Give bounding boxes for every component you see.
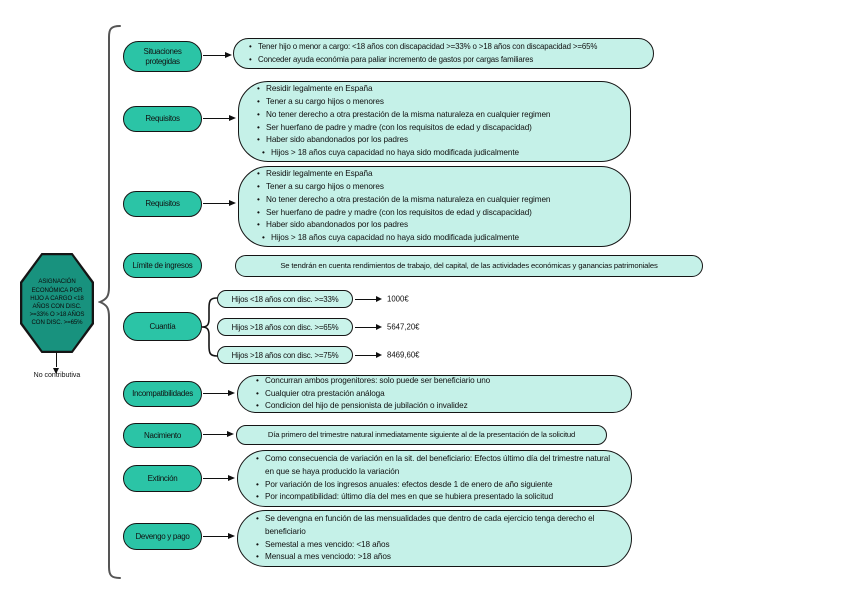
cuantia-brace [201,297,218,357]
bullet-item: Se devengna en función de las mensualida… [254,513,615,538]
arrow-right-icon [355,324,382,331]
bullet-item: Ser huerfano de padre y madre (con los r… [255,207,614,220]
pill-label: Requisitos [145,199,180,209]
main-brace [98,25,121,579]
pill-cuantia: Cuantía [123,312,202,341]
bullet-item: Por incompatibilidad: último día del mes… [254,491,615,504]
arrow-right-icon [203,430,234,437]
box-requisitos-2: Residir legalmente en España Tener a su … [238,166,631,247]
down-arrow [52,352,59,374]
box-text: Día primero del trimestre natural inmedi… [267,429,576,439]
box-extincion: Como consecuencia de variación en la sit… [237,450,632,507]
bullet-item: Mensual a mes venciodo: >18 años [254,551,615,564]
pill-situaciones-protegidas: Situaciones protegidas [123,41,202,72]
bullet-item: Ser huerfano de padre y madre (con los r… [255,122,614,135]
pill-extincion: Extinción [123,465,202,492]
bullet-item: Conceder ayuda económia para paliar incr… [247,54,640,67]
bullet-item: Tener hijo o menor a cargo: <18 años con… [247,41,640,54]
bullet-item: Residir legalmente en España [255,168,614,181]
box-nacimiento: Día primero del trimestre natural inmedi… [236,425,607,445]
arrow-right-icon [203,114,236,121]
central-topic-octagon: ASIGNACIÓN ECONÓMICA POR HIJO A CARGO <1… [20,253,94,353]
bullet-item: Hijos > 18 años cuya capacidad no haya s… [260,147,614,160]
cuantia-item-box: Hijos >18 años con disc. >=75% [217,346,353,364]
bullet-item: Cualquier otra prestación análoga [254,388,615,401]
bullet-item: No tener derecho a otra prestación de la… [255,194,614,207]
pill-label: Límite de ingresos [132,260,193,270]
pill-devengo-y-pago: Devengo y pago [123,523,202,550]
box-text: Se tendrán en cuenta rendimientos de tra… [280,260,658,270]
arrow-right-icon [203,51,232,58]
cuantia-item-label: Hijos >18 años con disc. >=75% [231,350,339,360]
bullet-item: Tener a su cargo hijos o menores [255,181,614,194]
bullet-item: Por variación de los ingresos anuales: e… [254,479,615,492]
pill-incompatibilidades: Incompatibilidades [123,381,202,407]
pill-limite-de-ingresos: Límite de ingresos [123,253,202,278]
bullet-item: No tener derecho a otra prestación de la… [255,109,614,122]
box-incompatibilidades: Concurran ambos progenitores: solo puede… [237,375,632,413]
cuantia-item-label: Hijos >18 años con disc. >=65% [231,322,339,332]
box-situaciones-protegidas: Tener hijo o menor a cargo: <18 años con… [233,38,654,69]
pill-label: Cuantía [149,321,176,331]
box-devengo-y-pago: Se devengna en función de las mensualida… [237,510,632,567]
no-contributiva-label: No contributiva [33,372,81,379]
arrow-right-icon [355,296,382,303]
arrow-right-icon [203,199,236,206]
pill-label: Devengo y pago [135,531,190,541]
arrow-right-icon [203,532,235,539]
bullet-item: Residir legalmente en España [255,83,614,96]
cuantia-value: 1000€ [387,294,409,304]
bullet-item: Hijos > 18 años cuya capacidad no haya s… [260,232,614,245]
bullet-item: Haber sido abandonados por los padres [255,134,614,147]
bullet-item: Concurran ambos progenitores: solo puede… [254,375,615,388]
bullet-item: Tener a su cargo hijos o menores [255,96,614,109]
cuantia-value: 5647,20€ [387,322,420,332]
arrow-right-icon [203,474,235,481]
cuantia-value: 8469,60€ [387,350,420,360]
bullet-item: Condicion del hijo de pensionista de jub… [254,400,615,413]
bullet-item: Como consecuencia de variación en la sit… [254,453,615,478]
pill-label: Incompatibilidades [132,389,193,399]
pill-label: Extinción [147,473,178,483]
pill-nacimiento: Nacimiento [123,423,202,448]
cuantia-item-label: Hijos <18 años con disc. >=33% [231,294,339,304]
cuantia-item-box: Hijos <18 años con disc. >=33% [217,290,353,308]
bullet-item: Semestal a mes vencido: <18 años [254,539,615,552]
arrow-right-icon [355,352,382,359]
bullet-item: Haber sido abandonados por los padres [255,219,614,232]
box-requisitos-1: Residir legalmente en España Tener a su … [238,81,631,162]
central-topic-label: ASIGNACIÓN ECONÓMICA POR HIJO A CARGO <1… [22,255,92,351]
pill-requisitos-2: Requisitos [123,191,202,217]
pill-requisitos-1: Requisitos [123,106,202,132]
arrow-right-icon [203,389,235,396]
pill-label: Nacimiento [143,430,182,440]
box-limite-de-ingresos: Se tendrán en cuenta rendimientos de tra… [235,255,703,277]
pill-label: Situaciones protegidas [143,47,182,66]
cuantia-item-box: Hijos >18 años con disc. >=65% [217,318,353,336]
pill-label: Requisitos [145,114,180,124]
